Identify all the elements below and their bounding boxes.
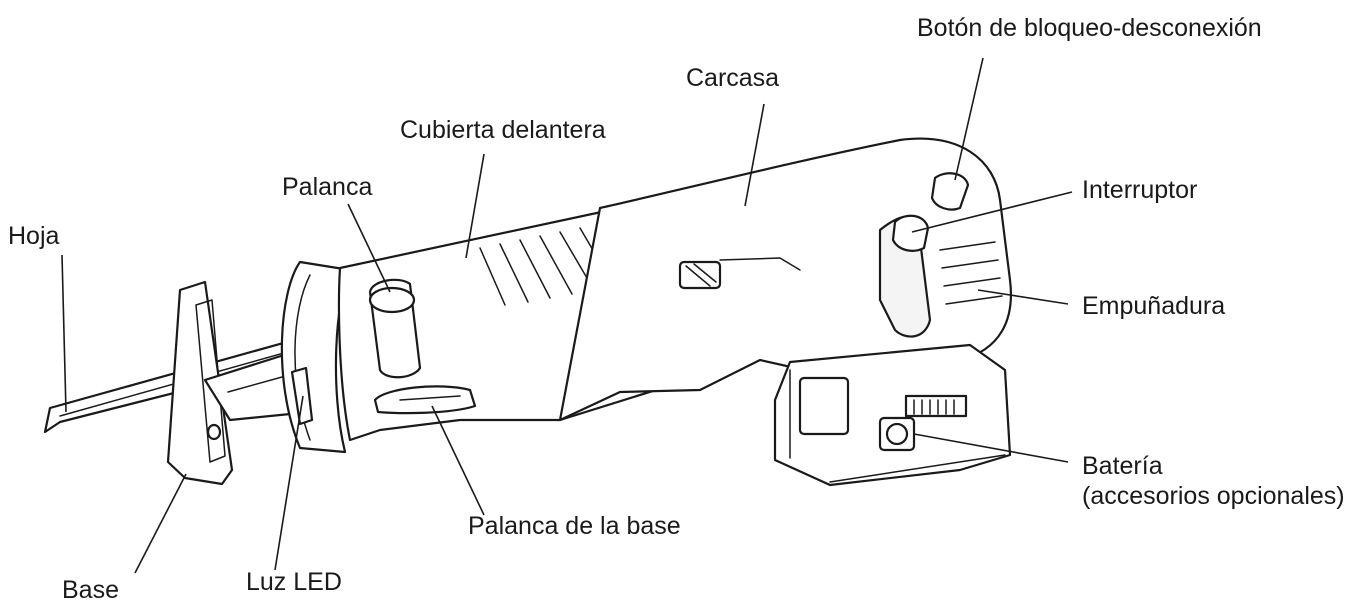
label-boton-bloqueo: Botón de bloqueo-desconexión (917, 14, 1262, 42)
label-carcasa: Carcasa (686, 64, 780, 92)
shoe-lever (373, 385, 477, 415)
leader-interruptor (911, 191, 1073, 233)
leader-bateria (913, 433, 1069, 463)
leader-palanca (347, 203, 391, 293)
switch-trigger (891, 214, 930, 252)
leader-luz-led (274, 395, 304, 571)
label-base: Base (62, 576, 119, 604)
label-palanca-base: Palanca de la base (468, 512, 681, 540)
lock-off-button (930, 172, 970, 211)
leader-boton (954, 57, 984, 181)
leader-cubierta (465, 153, 485, 259)
label-luz-led: Luz LED (246, 568, 342, 596)
leader-carcasa (744, 103, 765, 207)
label-palanca: Palanca (282, 173, 373, 201)
leader-empunadura (977, 289, 1069, 305)
housing (558, 137, 1012, 422)
leader-hoja (61, 254, 67, 413)
label-interruptor: Interruptor (1082, 176, 1198, 204)
label-bateria-nota: (accesorios opcionales) (1082, 482, 1345, 510)
led-light (290, 366, 314, 426)
label-hoja: Hoja (8, 222, 60, 250)
label-bateria: Batería (1082, 452, 1163, 480)
leader-base (134, 473, 187, 574)
label-cubierta-delantera: Cubierta delantera (400, 116, 606, 144)
leader-palanca-base (431, 405, 485, 516)
label-empunadura: Empuñadura (1082, 292, 1226, 320)
